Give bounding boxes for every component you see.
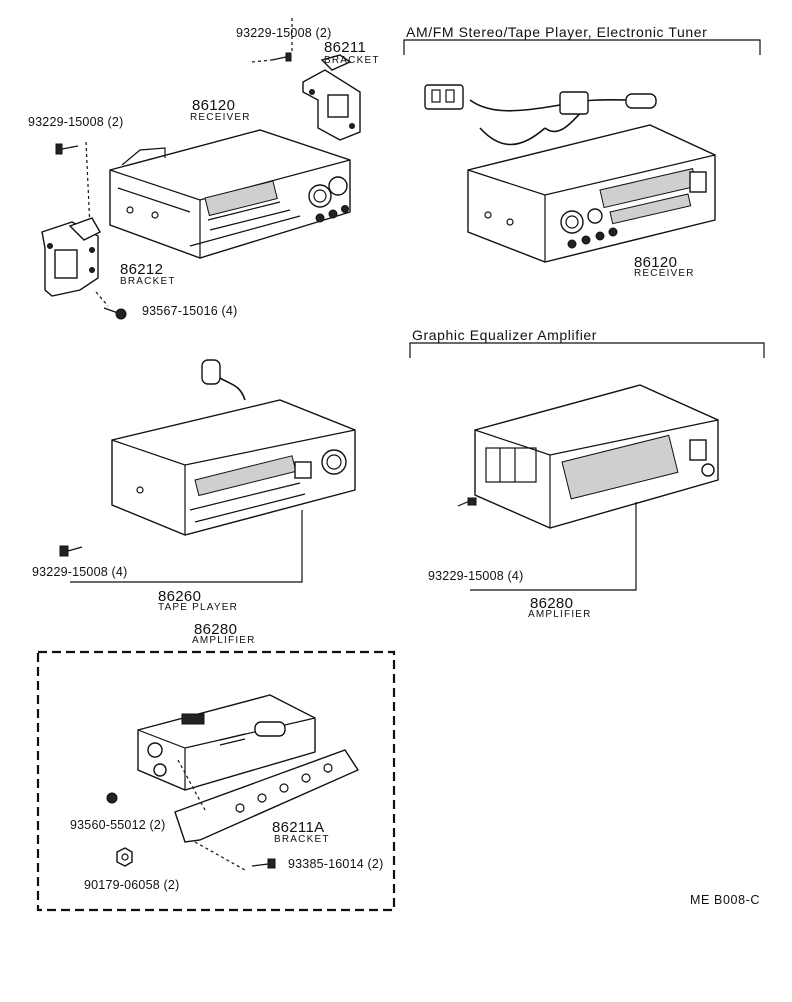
reference-code: ME B008-C bbox=[690, 893, 761, 907]
receiver-right-name: RECEIVER bbox=[634, 268, 695, 279]
screw-93560-label: 93560-55012 (2) bbox=[70, 818, 166, 832]
receiver-right-icon bbox=[467, 124, 716, 263]
eq-bolt-icon bbox=[457, 497, 477, 507]
tape-bolt-label: 93229-15008 (4) bbox=[32, 565, 128, 579]
screw-93560-icon bbox=[106, 792, 118, 804]
equalizer-section-title: Graphic Equalizer Amplifier bbox=[412, 327, 598, 343]
eq-bolt-label: 93229-15008 (4) bbox=[428, 569, 524, 583]
receiver-left-name: RECEIVER bbox=[190, 112, 251, 123]
screw-93567-icon bbox=[103, 307, 127, 320]
receiver-left-icon bbox=[109, 129, 351, 259]
tape-player-icon bbox=[111, 359, 356, 536]
bracket-86212-number: 86212 bbox=[120, 261, 164, 278]
amplifier-unit-icon bbox=[137, 694, 316, 791]
bracket-86211-name: BRACKET bbox=[324, 55, 380, 66]
screw-93385-label: 93385-16014 (2) bbox=[288, 857, 384, 871]
tape-bolt-icon bbox=[59, 545, 83, 557]
bracket-86211a-icon bbox=[174, 749, 360, 843]
receiver-right-number: 86120 bbox=[634, 254, 678, 271]
bolt-left-icon bbox=[55, 143, 79, 155]
bracket-86212-icon bbox=[41, 217, 101, 297]
receiver-left-number: 86120 bbox=[192, 97, 236, 114]
amplifier-kit-outline bbox=[36, 650, 396, 912]
screw-93385-icon bbox=[251, 858, 276, 869]
bracket-86211a-number: 86211A bbox=[272, 819, 325, 836]
tuner-section-bracket bbox=[403, 39, 761, 55]
bracket-86211-icon bbox=[302, 54, 361, 141]
nut-90179-icon bbox=[116, 847, 133, 867]
wire-harness-icon bbox=[424, 84, 657, 146]
bracket-86211a-name: BRACKET bbox=[274, 834, 330, 845]
bolt-left-label: 93229-15008 (2) bbox=[28, 115, 124, 129]
nut-90179-label: 90179-06058 (2) bbox=[84, 878, 180, 892]
amp-box-name: AMPLIFIER bbox=[192, 635, 256, 646]
bolt-icon bbox=[251, 52, 292, 63]
equalizer-section-bracket bbox=[409, 342, 765, 358]
tape-player-name: TAPE PLAYER bbox=[158, 602, 239, 613]
eq-amplifier-number: 86280 bbox=[530, 595, 574, 612]
bolt-bracket-top-label: 93229-15008 (2) bbox=[236, 26, 332, 40]
amp-box-number: 86280 bbox=[194, 621, 238, 638]
bracket-86211-number: 86211 bbox=[324, 39, 367, 56]
screw-93567-label: 93567-15016 (4) bbox=[142, 304, 238, 318]
tuner-section-title: AM/FM Stereo/Tape Player, Electronic Tun… bbox=[406, 24, 708, 40]
tape-player-number: 86260 bbox=[158, 588, 202, 605]
bracket-86212-name: BRACKET bbox=[120, 276, 176, 287]
eq-amplifier-name: AMPLIFIER bbox=[528, 609, 592, 620]
equalizer-amplifier-icon bbox=[474, 384, 719, 529]
